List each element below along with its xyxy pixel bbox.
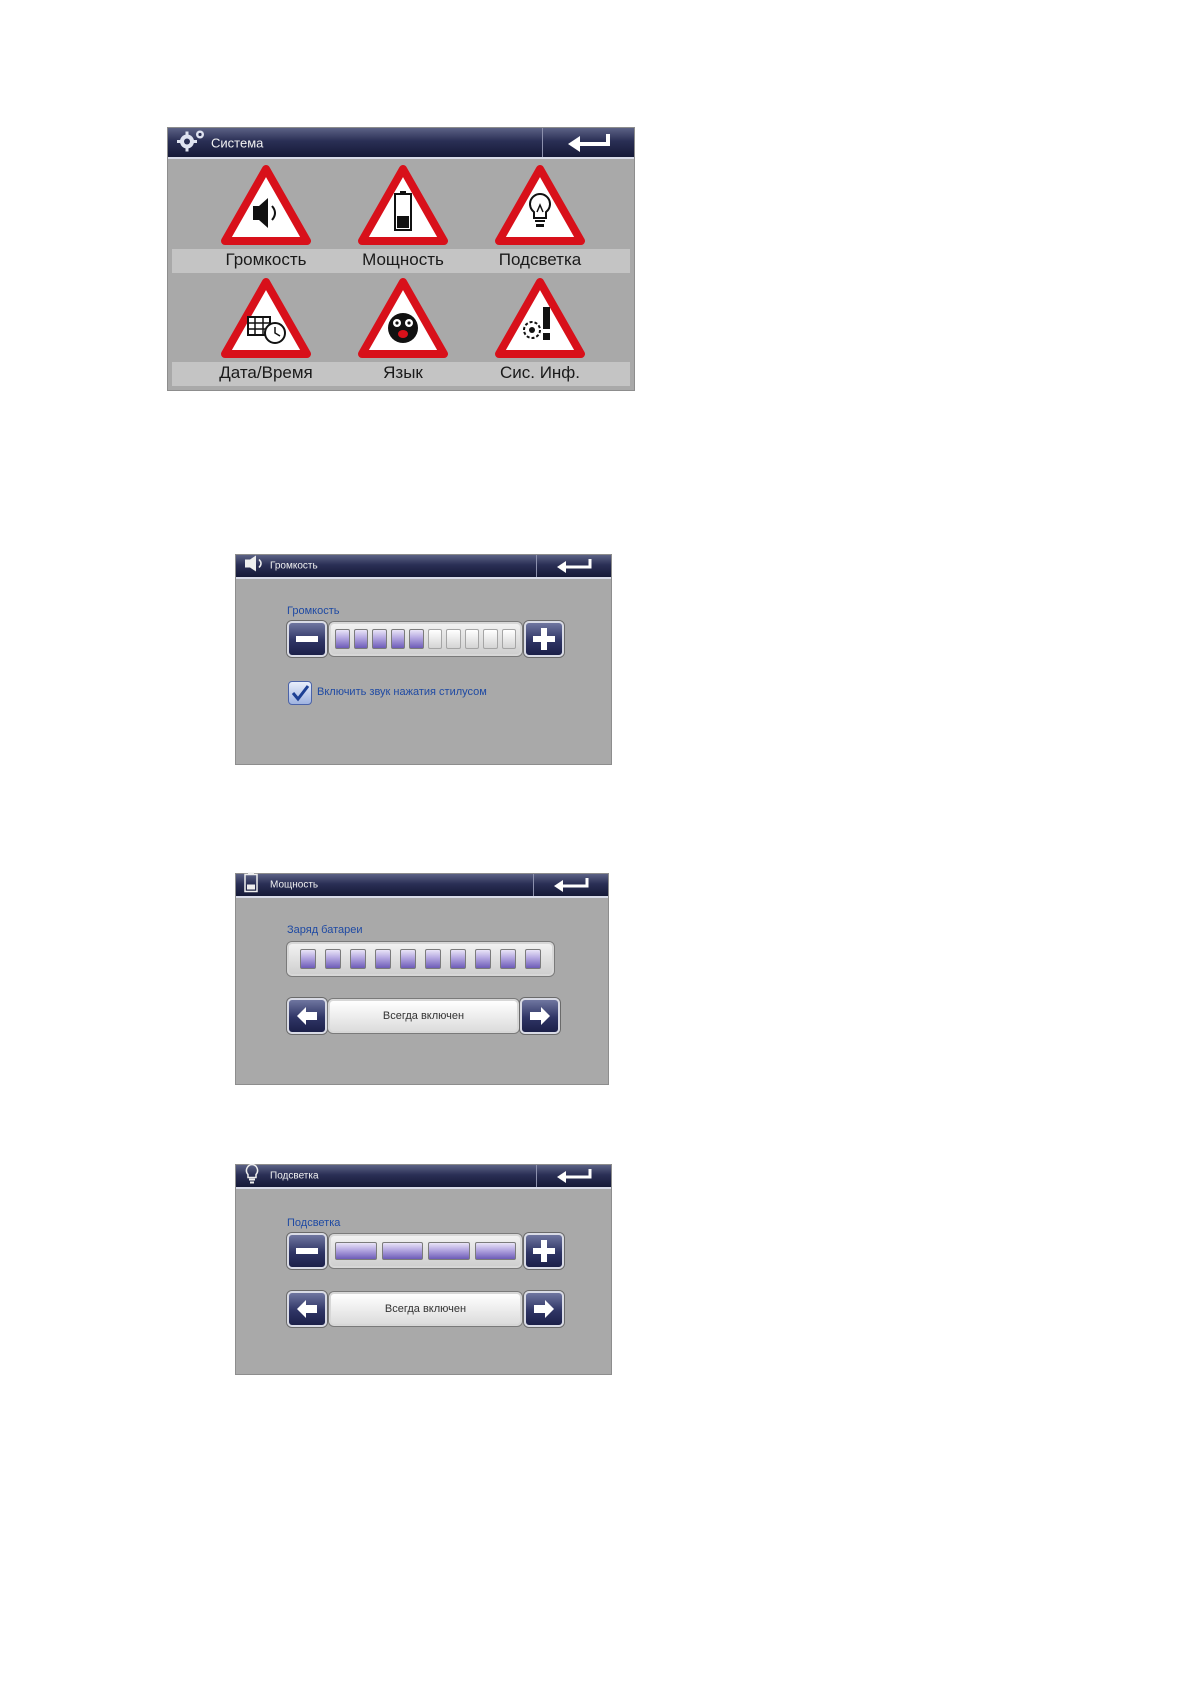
lightbulb-icon <box>244 1163 260 1189</box>
arrow-left-icon <box>297 1007 317 1025</box>
calendar-clock-icon <box>221 278 311 358</box>
level-segment <box>483 629 498 649</box>
volume-level-bar[interactable] <box>329 622 522 656</box>
level-segment <box>501 629 516 649</box>
speaker-icon <box>221 165 311 245</box>
backlight-title: Подсветка <box>270 1170 319 1182</box>
level-segment <box>500 949 516 969</box>
checkmark-icon <box>291 685 310 702</box>
stylus-sound-label: Включить звук нажатия стилусом <box>317 686 487 698</box>
level-segment <box>464 629 479 649</box>
battery-icon <box>358 165 448 245</box>
gear-exclamation-icon <box>495 278 585 358</box>
backlight-decrease-button[interactable] <box>287 1233 327 1269</box>
power-title: Мощность <box>270 879 319 891</box>
tile-datetime[interactable]: Дата/Время <box>216 277 316 387</box>
tile-datetime-label: Дата/Время <box>219 363 313 382</box>
smiley-icon <box>358 278 448 358</box>
volume-title: Громкость <box>270 560 318 572</box>
level-segment <box>475 949 491 969</box>
volume-screen: Громкость Громкость Включить звук нажати… <box>235 554 612 765</box>
power-screen: Мощность Заряд батареи Всегда включен <box>235 872 609 1085</box>
tile-backlight[interactable]: Подсветка <box>490 164 590 274</box>
tile-volume-label: Громкость <box>225 250 307 269</box>
arrow-left-icon <box>297 1300 317 1318</box>
battery-caption: Заряд батареи <box>287 924 363 936</box>
backlight-mode-value: Всегда включен <box>329 1292 522 1326</box>
power-titlebar: Мощность <box>236 872 608 898</box>
level-segment <box>335 1242 377 1260</box>
power-mode-next-button[interactable] <box>520 998 560 1034</box>
arrow-right-icon <box>530 1007 550 1025</box>
backlight-level-bar[interactable] <box>329 1234 522 1268</box>
tile-power-label: Мощность <box>362 250 444 269</box>
level-segment <box>300 949 316 969</box>
level-segment <box>375 949 391 969</box>
level-segment <box>428 1242 470 1260</box>
return-arrow-icon <box>557 559 592 573</box>
minus-icon <box>296 1248 318 1254</box>
backlight-mode-prev-button[interactable] <box>287 1291 327 1327</box>
battery-level-bar <box>287 942 554 976</box>
level-segment <box>400 949 416 969</box>
speaker-icon <box>244 555 266 578</box>
level-segment <box>325 949 341 969</box>
power-mode-prev-button[interactable] <box>287 998 327 1034</box>
plus-icon <box>533 1240 555 1262</box>
volume-increase-button[interactable] <box>524 621 564 657</box>
tile-volume[interactable]: Громкость <box>216 164 316 274</box>
volume-titlebar: Громкость <box>236 555 611 579</box>
level-segment <box>427 629 442 649</box>
label-band-top <box>172 249 630 273</box>
level-segment <box>425 949 441 969</box>
backlight-mode-next-button[interactable] <box>524 1291 564 1327</box>
level-segment <box>525 949 541 969</box>
system-menu-screen: Система Громкость Мощность <box>167 127 635 391</box>
power-mode-value: Всегда включен <box>328 999 519 1033</box>
tile-sysinfo[interactable]: Сис. Инф. <box>490 277 590 387</box>
level-segment <box>446 629 461 649</box>
stylus-sound-checkbox[interactable] <box>288 681 312 705</box>
label-band-bottom <box>172 362 630 386</box>
backlight-titlebar: Подсветка <box>236 1163 611 1189</box>
back-button[interactable] <box>536 555 611 577</box>
arrow-right-icon <box>534 1300 554 1318</box>
level-segment <box>353 629 368 649</box>
tile-language[interactable]: Язык <box>353 277 453 387</box>
volume-caption: Громкость <box>287 605 340 617</box>
return-arrow-icon <box>557 1169 592 1183</box>
backlight-caption: Подсветка <box>287 1217 341 1229</box>
gears-icon <box>176 128 206 157</box>
volume-decrease-button[interactable] <box>287 621 327 657</box>
plus-icon <box>533 628 555 650</box>
level-segment <box>474 1242 516 1260</box>
back-button[interactable] <box>542 128 634 157</box>
level-segment <box>350 949 366 969</box>
level-segment <box>409 629 424 649</box>
return-arrow-icon <box>567 133 610 152</box>
lightbulb-icon <box>495 165 585 245</box>
back-button[interactable] <box>533 874 608 896</box>
level-segment <box>381 1242 423 1260</box>
tile-power[interactable]: Мощность <box>353 164 453 274</box>
back-button[interactable] <box>536 1165 611 1187</box>
system-titlebar: Система <box>168 128 634 159</box>
level-segment <box>372 629 387 649</box>
backlight-screen: Подсветка Подсветка Всегда включен <box>235 1163 612 1375</box>
minus-icon <box>296 636 318 642</box>
tile-language-label: Язык <box>383 363 423 382</box>
level-segment <box>450 949 466 969</box>
tile-sysinfo-label: Сис. Инф. <box>499 363 581 382</box>
tile-backlight-label: Подсветка <box>498 250 582 269</box>
battery-icon <box>244 872 258 898</box>
system-title: Система <box>211 135 264 150</box>
level-segment <box>390 629 405 649</box>
backlight-increase-button[interactable] <box>524 1233 564 1269</box>
return-arrow-icon <box>554 878 589 892</box>
level-segment <box>335 629 350 649</box>
